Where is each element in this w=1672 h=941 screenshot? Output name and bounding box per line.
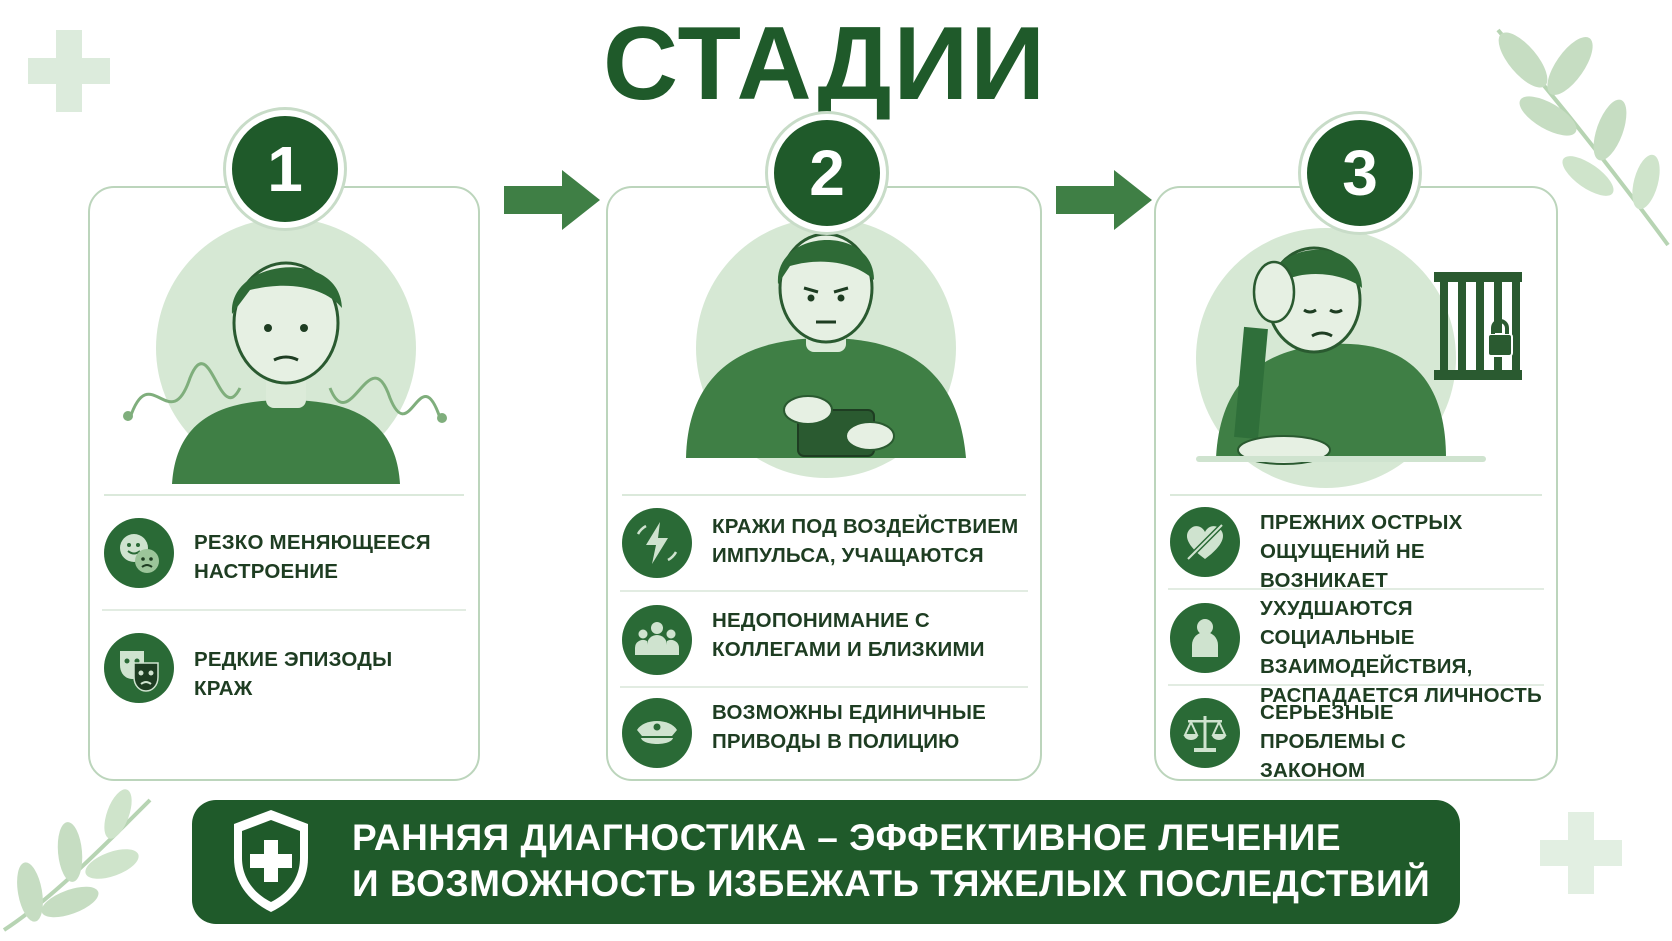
banner-line-2: И ВОЗМОЖНОСТЬ ИЗБЕЖАТЬ ТЯЖЕЛЫХ ПОСЛЕДСТВ… — [352, 863, 1431, 904]
person-icon — [1170, 603, 1240, 673]
stage-2-item-2: НЕДОПОНИМАНИЕ С КОЛЛЕГАМИ И БЛИЗКИМИ — [608, 592, 1040, 688]
stage-2-item-1: КРАЖИ ПОД ВОЗДЕЙСТВИЕМ ИМПУЛЬСА, УЧАЩАЮТ… — [608, 494, 1040, 592]
stage-2-item-3: ВОЗМОЖНЫ ЕДИНИЧНЫЕ ПРИВОДЫ В ПОЛИЦИЮ — [608, 688, 1040, 779]
stage-2-item-1-text: КРАЖИ ПОД ВОЗДЕЙСТВИЕМ ИМПУЛЬСА, УЧАЩАЮТ… — [712, 515, 1019, 567]
stage-3-item-1: ПРЕЖНИХ ОСТРЫХ ОЩУЩЕНИЙ НЕ ВОЗНИКАЕТ — [1156, 494, 1556, 592]
stage-1-item-1: РЕЗКО МЕНЯЮЩЕЕСЯ НАСТРОЕНИЕ — [90, 494, 478, 611]
stage-1-item-2-text: РЕДКИЕ ЭПИЗОДЫ КРАЖ — [194, 648, 393, 700]
stage-1-illustration — [90, 188, 478, 494]
stage-2-item-3-text: ВОЗМОЖНЫ ЕДИНИЧНЫЕ ПРИВОДЫ В ПОЛИЦИЮ — [712, 701, 987, 753]
plus-decoration-bottom-right — [1540, 812, 1622, 894]
stage-1-number: 1 — [226, 110, 344, 228]
stage-3-number: 3 — [1301, 114, 1419, 232]
page-title: СТАДИИ — [602, 6, 1048, 122]
lightning-impulse-icon — [622, 508, 692, 578]
banner-line-1: РАННЯЯ ДИАГНОСТИКА – ЭФФЕКТИВНОЕ ЛЕЧЕНИЕ — [352, 817, 1342, 858]
stage-2-illustration — [608, 188, 1040, 494]
mood-faces-icon — [104, 518, 174, 588]
shield-cross-icon — [234, 810, 308, 912]
stage-3-item-3: СЕРЬЕЗНЫЕ ПРОБЛЕМЫ С ЗАКОНОМ — [1156, 686, 1556, 781]
arrow-right-icon — [504, 170, 600, 230]
stage-1-item-2: РЕДКИЕ ЭПИЗОДЫ КРАЖ — [90, 611, 478, 728]
people-group-icon — [622, 605, 692, 675]
leaf-branch-bottom-left — [2, 789, 152, 932]
stage-3-illustration — [1156, 188, 1556, 494]
stage-1-card: РЕЗКО МЕНЯЮЩЕЕСЯ НАСТРОЕНИЕ РЕДКИЕ ЭПИЗО… — [88, 186, 480, 781]
stage-3-item-2: УХУДШАЮТСЯ СОЦИАЛЬНЫЕ ВЗАИМОДЕЙСТВИЯ, РА… — [1156, 590, 1556, 707]
bottom-banner: РАННЯЯ ДИАГНОСТИКА – ЭФФЕКТИВНОЕ ЛЕЧЕНИЕ… — [192, 800, 1460, 924]
stage-2-card: КРАЖИ ПОД ВОЗДЕЙСТВИЕМ ИМПУЛЬСА, УЧАЩАЮТ… — [606, 186, 1042, 781]
stage-1-item-1-text: РЕЗКО МЕНЯЮЩЕЕСЯ НАСТРОЕНИЕ — [194, 531, 431, 583]
stage-2-number: 2 — [768, 114, 886, 232]
leaf-branch-top-right — [1496, 28, 1670, 247]
crossed-heart-icon — [1170, 507, 1240, 577]
stage-3-item-2-text: УХУДШАЮТСЯ СОЦИАЛЬНЫЕ ВЗАИМОДЕЙСТВИЯ, РА… — [1260, 597, 1542, 707]
police-cap-icon — [622, 698, 692, 768]
stage-3-card: ПРЕЖНИХ ОСТРЫХ ОЩУЩЕНИЙ НЕ ВОЗНИКАЕТ УХУ… — [1154, 186, 1558, 781]
stage-3-item-3-text: СЕРЬЕЗНЫЕ ПРОБЛЕМЫ С ЗАКОНОМ — [1260, 701, 1407, 781]
stage-2-item-2-text: НЕДОПОНИМАНИЕ С КОЛЛЕГАМИ И БЛИЗКИМИ — [712, 609, 985, 661]
stage-3-item-1-text: ПРЕЖНИХ ОСТРЫХ ОЩУЩЕНИЙ НЕ ВОЗНИКАЕТ — [1260, 511, 1463, 592]
theater-masks-icon — [104, 633, 174, 703]
plus-decoration-top-left — [28, 30, 110, 112]
scales-icon — [1170, 698, 1240, 768]
jail-bars-icon — [1434, 272, 1522, 380]
arrow-right-icon — [1056, 170, 1152, 230]
